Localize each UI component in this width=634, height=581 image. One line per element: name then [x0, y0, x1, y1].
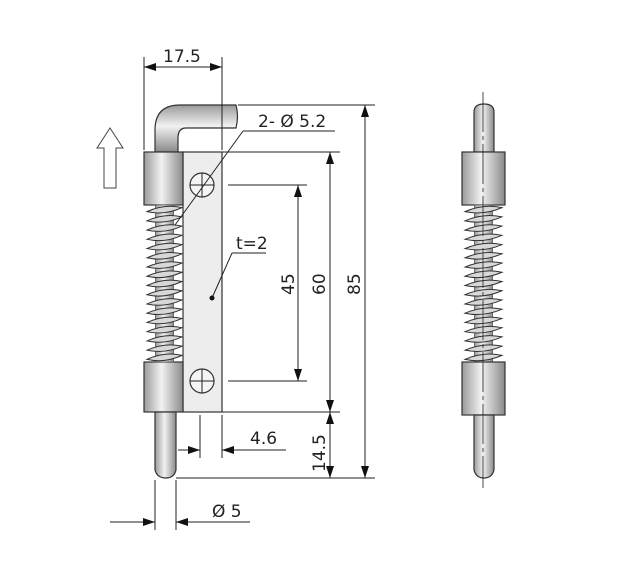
spring-coil: [463, 316, 504, 325]
spring-coil: [463, 251, 504, 260]
spring-coil: [145, 353, 184, 362]
spring-coil: [463, 242, 504, 251]
spring-coil: [463, 335, 504, 343]
front-view: [96, 104, 239, 479]
dim-thickness: t=2: [236, 234, 268, 254]
dimension-lines: [110, 57, 375, 530]
spring-coil: [145, 251, 184, 260]
side-spring: [463, 204, 504, 363]
spring-coil: [145, 233, 184, 242]
upper-barrel: [143, 151, 184, 206]
spring-coil: [145, 325, 184, 334]
up-arrow-icon: [96, 127, 124, 189]
lower-pin: [154, 411, 177, 479]
spring-coil: [145, 242, 184, 251]
dim-pin-offset: 4.6: [250, 429, 277, 449]
dim-overall-length: 85: [345, 273, 365, 295]
dim-hole-spacing: 45: [279, 273, 299, 295]
spring-coil: [463, 325, 504, 334]
spring-coil: [463, 353, 504, 362]
spring-coil: [463, 215, 504, 223]
spring: [145, 204, 184, 363]
spring-coil: [463, 344, 504, 352]
spring-coil: [145, 279, 184, 288]
spring-coil: [145, 307, 184, 316]
spring-coil: [463, 270, 504, 279]
lower-barrel: [143, 361, 184, 413]
spring-coil: [145, 224, 184, 232]
bent-pin-top: [154, 104, 239, 153]
dim-pin-extension: 14.5: [310, 434, 330, 472]
spring-coil: [463, 288, 504, 297]
dim-width-top: 17.5: [163, 47, 201, 67]
spring-coil: [145, 316, 184, 325]
dim-plate-length: 60: [310, 273, 330, 295]
spring-coil: [145, 215, 184, 223]
spring-coil: [145, 335, 184, 343]
spring-coil: [463, 298, 504, 306]
side-upper-barrel: [461, 151, 506, 206]
side-view: [461, 92, 506, 488]
spring-coil: [145, 298, 184, 306]
dim-pin-diameter: Ø 5: [212, 502, 242, 522]
side-pin-top: [473, 103, 495, 153]
dim-holes: 2- Ø 5.2: [258, 112, 326, 132]
spring-coil: [145, 261, 184, 269]
side-pin-bottom: [473, 414, 495, 479]
spring-coil: [463, 224, 504, 232]
spring-coil: [145, 205, 184, 214]
spring-coil: [463, 233, 504, 242]
spring-coil: [463, 205, 504, 214]
spring-coil: [463, 279, 504, 288]
spring-coil: [463, 307, 504, 316]
spring-coil: [145, 344, 184, 352]
spring-coil: [145, 270, 184, 279]
side-lower-barrel: [461, 361, 506, 416]
spring-coil: [463, 261, 504, 269]
spring-coil: [145, 288, 184, 297]
